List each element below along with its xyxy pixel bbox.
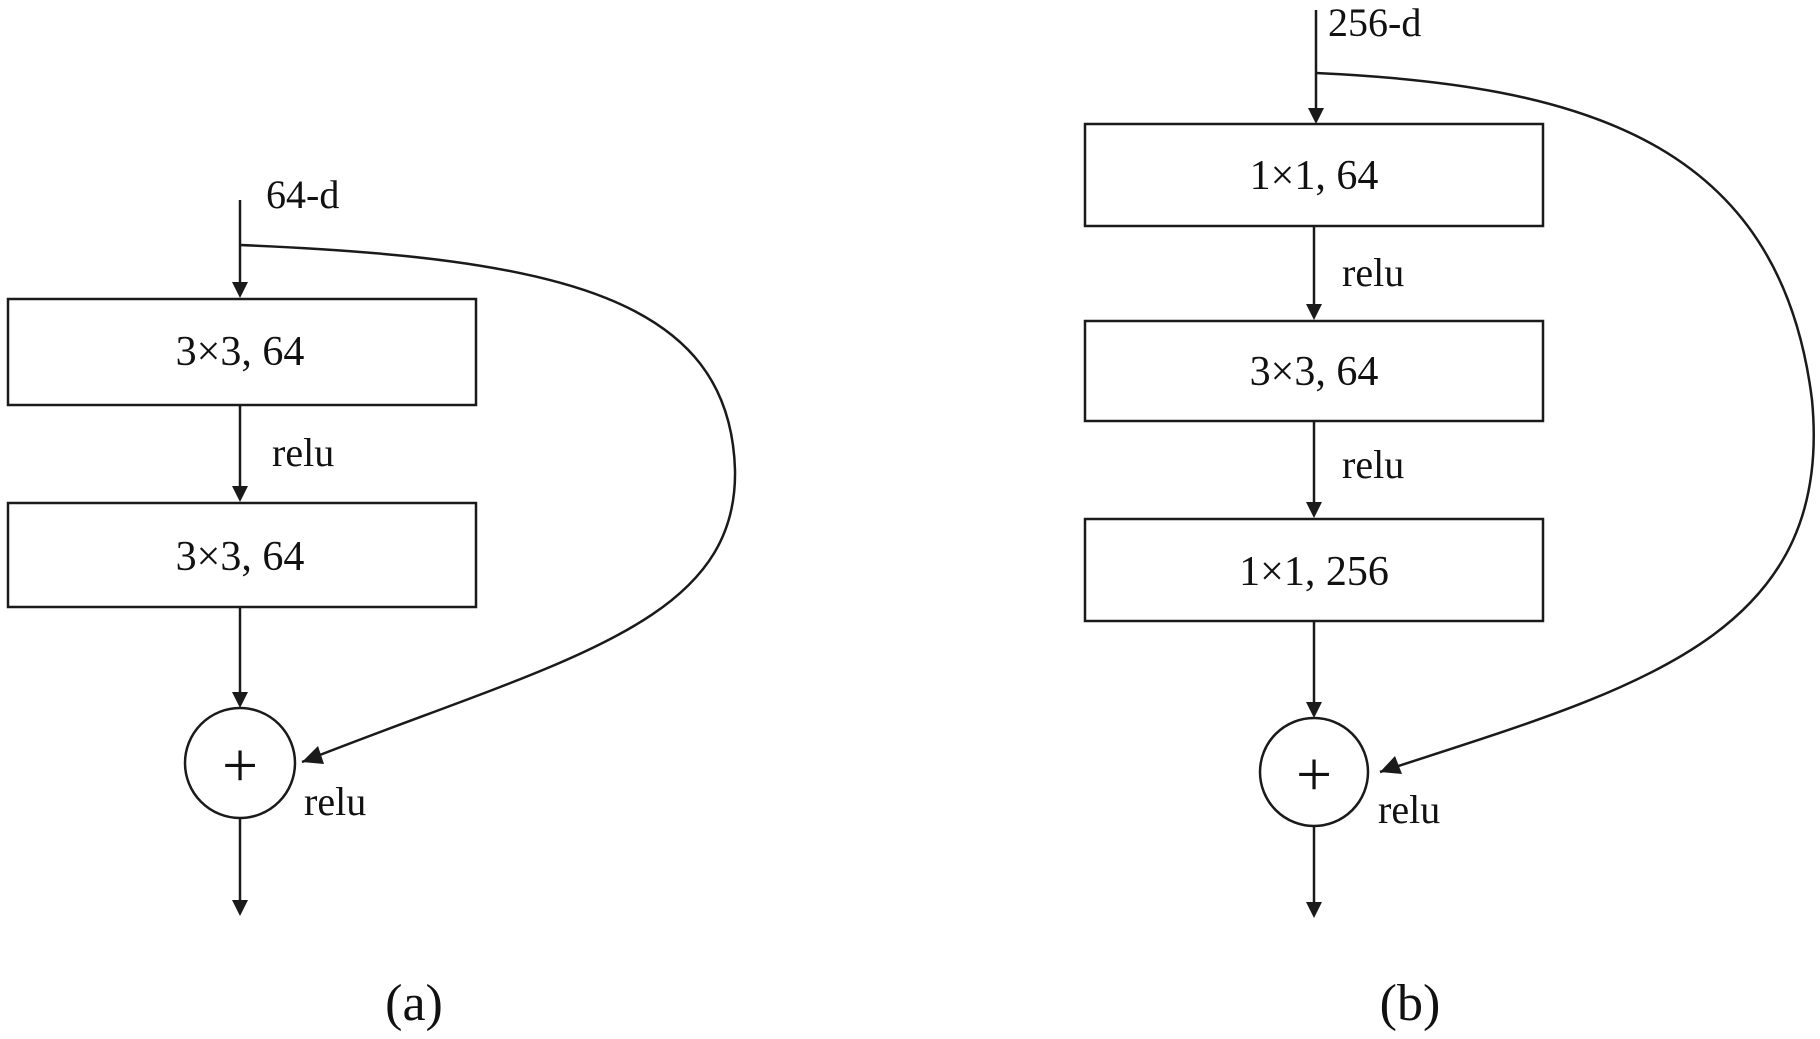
- panel-a-arrow-2-head: [232, 692, 248, 708]
- panel-b-layer-1-label: 1×1, 64: [1250, 153, 1379, 199]
- panel-b-input-label: 256-d: [1328, 0, 1421, 45]
- panel-b-sum-icon: +: [1296, 739, 1332, 810]
- panel-a: 64-d 3×3, 64 relu 3×3, 64 + relu (a): [6, 172, 737, 1032]
- panel-a-layer-2-box: [6, 501, 478, 609]
- panel-a-output-head: [232, 900, 248, 916]
- panel-a-caption: (a): [385, 975, 443, 1032]
- panel-b-relu-1-label: relu: [1342, 250, 1404, 295]
- panel-a-input-arrowhead: [232, 282, 248, 298]
- panel-a-shortcut-arrowhead: [302, 746, 324, 764]
- panel-b-relu-2-label: relu: [1342, 442, 1404, 487]
- panel-b-layer-1-box: [1083, 122, 1545, 228]
- panel-a-sum-icon: +: [222, 730, 258, 801]
- panel-a-layer-1-label: 3×3, 64: [176, 329, 305, 375]
- panel-b-shortcut-arrowhead: [1380, 756, 1402, 774]
- panel-a-input-label: 64-d: [266, 172, 339, 217]
- panel-a-output-relu-label: relu: [304, 779, 366, 824]
- panel-a-layer-2-label: 3×3, 64: [176, 534, 305, 580]
- panel-b-arrow-2-head: [1306, 502, 1322, 518]
- panel-a-layer-1-box: [6, 297, 478, 407]
- panel-a-relu-1-label: relu: [272, 430, 334, 475]
- panel-b-arrow-1-head: [1306, 304, 1322, 320]
- panel-b-arrow-3-head: [1306, 702, 1322, 718]
- panel-a-arrow-1-head: [232, 486, 248, 502]
- panel-b-layer-3-box: [1083, 517, 1545, 623]
- panel-b-output-relu-label: relu: [1378, 787, 1440, 832]
- panel-b-layer-3-label: 1×1, 256: [1239, 549, 1389, 595]
- panel-b-layer-2-label: 3×3, 64: [1250, 349, 1379, 395]
- panel-a-shortcut-path: [239, 243, 737, 764]
- panel-b-layer-2-box: [1083, 319, 1545, 423]
- panel-b-shortcut-path: [1315, 71, 1815, 774]
- panel-b-input-arrowhead: [1308, 108, 1324, 124]
- panel-b-caption: (b): [1380, 975, 1441, 1032]
- panel-b: 256-d 1×1, 64 relu 3×3, 64 relu 1×1, 256…: [1083, 0, 1815, 1032]
- panel-b-output-head: [1306, 902, 1322, 918]
